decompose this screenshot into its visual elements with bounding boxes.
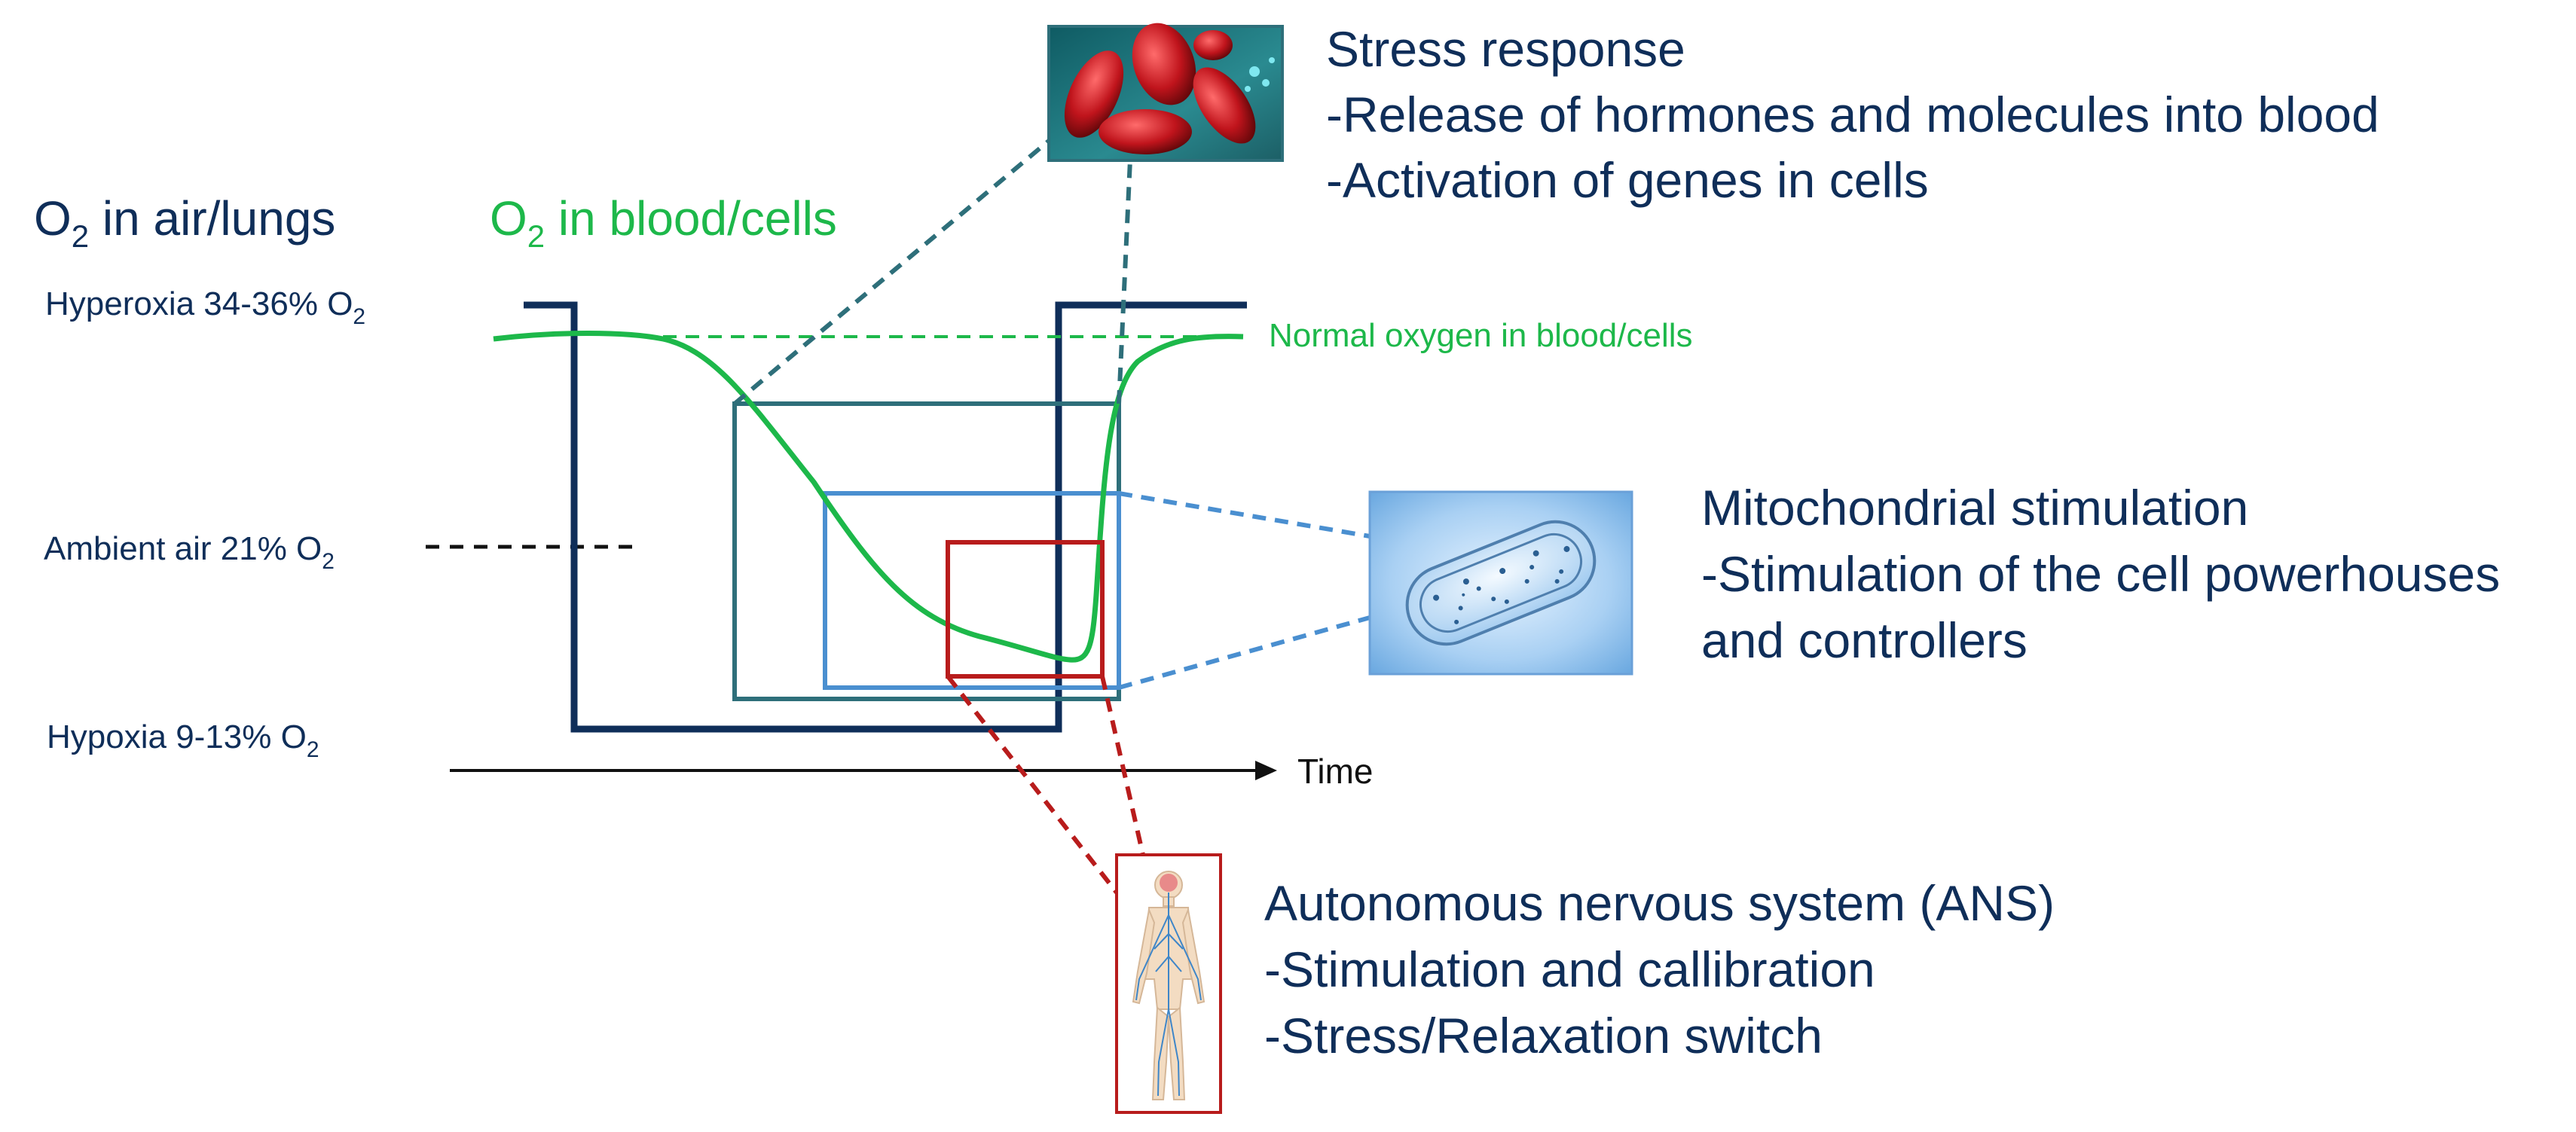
o2-blood-cells-label: O2 in blood/cells (490, 191, 837, 254)
ans-callout: Autonomous nervous system (ANS) -Stimula… (1264, 875, 2055, 1063)
mitochondrial-zoom-box (823, 491, 1121, 690)
mitochondrial-line-1: -Stimulation of the cell powerhouses (1701, 546, 2500, 602)
stress-response-callout: Stress response -Release of hormones and… (1326, 21, 2379, 208)
stress-response-line-2: -Activation of genes in cells (1326, 152, 1929, 208)
ans-title: Autonomous nervous system (ANS) (1264, 875, 2055, 931)
hyperoxia-label: Hyperoxia 34-36% O2 (45, 285, 365, 329)
mito-connector-top (1118, 491, 1371, 539)
mitochondrial-line-2: and controllers (1701, 612, 2027, 668)
stress-connector-right (1117, 159, 1132, 404)
mitochondrial-title: Mitochondrial stimulation (1701, 480, 2248, 535)
ambient-air-label: Ambient air 21% O2 (44, 530, 335, 574)
ans-line-1: -Stimulation and callibration (1264, 941, 1875, 997)
o2-air-step-line (524, 301, 1247, 733)
ans-connector-left (946, 675, 1119, 894)
o2-blood-curve (493, 331, 1244, 663)
red-blood-cells-icon (1047, 23, 1284, 162)
o2-air-lungs-label: O2 in air/lungs (34, 191, 335, 254)
time-label: Time (1297, 752, 1374, 791)
hypoxia-label: Hypoxia 9-13% O2 (47, 719, 319, 762)
nervous-system-icon (1115, 853, 1222, 1114)
ans-connector-right (1100, 676, 1145, 856)
stress-response-line-1: -Release of hormones and molecules into … (1326, 87, 2379, 142)
stress-response-title: Stress response (1326, 21, 1685, 77)
stress-connector-left (733, 139, 1050, 406)
ans-line-2: -Stress/Relaxation switch (1264, 1008, 1823, 1063)
normal-oxygen-label: Normal oxygen in blood/cells (1269, 317, 1693, 354)
ans-zoom-box (946, 540, 1105, 679)
mitochondrion-icon (1368, 490, 1633, 676)
time-axis-arrowhead (1255, 761, 1277, 780)
mitochondrial-callout: Mitochondrial stimulation -Stimulation o… (1701, 480, 2500, 668)
mito-connector-bottom (1118, 615, 1371, 690)
connector-lines (733, 139, 1371, 894)
